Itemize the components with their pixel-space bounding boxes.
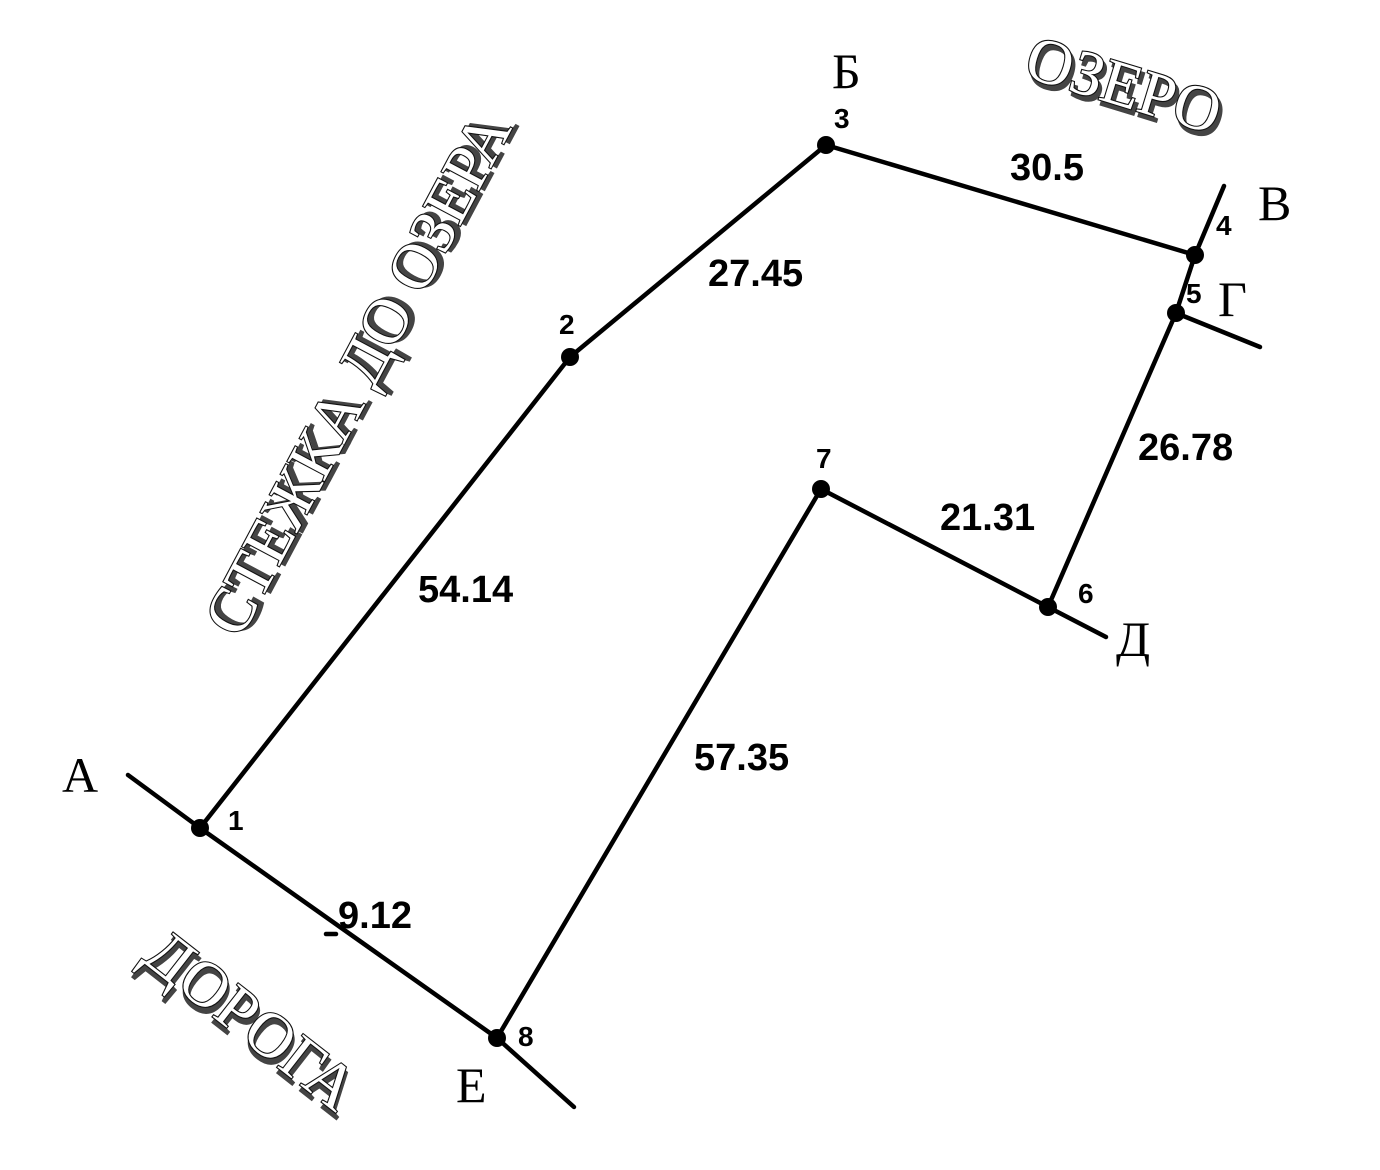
- road-label: ДОРОГА: [131, 915, 371, 1124]
- path-label: СТЕЖКА ДО ОЗЕРА: [190, 101, 525, 646]
- length-7-8: 57.35: [694, 737, 789, 779]
- vertex-1: [191, 819, 209, 837]
- length-3-4: 30.5: [1010, 147, 1084, 189]
- line-8-1: [197, 825, 500, 1041]
- letter-a: А: [62, 747, 98, 803]
- vertex-numbers: 1 2 3 4 5 6 7 8: [228, 103, 1232, 1052]
- vertex-2: [561, 348, 579, 366]
- line-5-6: [1045, 310, 1179, 610]
- vertex-number-7: 7: [816, 443, 832, 474]
- length-5-6: 26.78: [1138, 427, 1233, 469]
- vertex-number-5: 5: [1186, 278, 1202, 309]
- vertex-number-4: 4: [1216, 210, 1232, 241]
- vertex-3: [817, 136, 835, 154]
- vertex-5: [1167, 304, 1185, 322]
- line-7-8: [494, 486, 824, 1041]
- vertex-8: [488, 1029, 506, 1047]
- letter-d: Д: [1116, 611, 1150, 667]
- letter-v: В: [1258, 175, 1291, 231]
- vertex-number-8: 8: [518, 1021, 534, 1052]
- extension-g: [1173, 310, 1263, 350]
- letter-g: Г: [1218, 271, 1247, 327]
- line-1-2: [197, 354, 573, 831]
- length-2-3: 27.45: [708, 253, 803, 295]
- boundary-lines: [125, 142, 1263, 1110]
- lake-label: ОЗЕРО: [1018, 21, 1230, 147]
- length-6-7: 21.31: [940, 497, 1035, 539]
- letter-b: Б: [832, 43, 861, 99]
- corner-letters: А Б В Г Д Е: [62, 43, 1291, 1113]
- vertex-number-3: 3: [834, 103, 850, 134]
- vertex-number-1: 1: [228, 805, 244, 836]
- vertex-6: [1039, 598, 1057, 616]
- extension-a: [125, 772, 203, 831]
- length-8-1: 9.12: [338, 895, 412, 937]
- vertex-number-6: 6: [1078, 578, 1094, 609]
- line-4-5: [1173, 252, 1198, 316]
- letter-e: Е: [456, 1057, 487, 1113]
- vertex-7: [812, 480, 830, 498]
- extension-d: [1045, 604, 1109, 640]
- line-3-4: [823, 142, 1198, 258]
- length-1-2: 54.14: [418, 569, 513, 611]
- vertices: [191, 136, 1204, 1047]
- extension-e: [494, 1035, 577, 1110]
- vertex-number-2: 2: [559, 309, 575, 340]
- segment-lengths: 54.14 27.45 30.5 26.78 21.31 57.35 9.12: [338, 147, 1233, 937]
- vertex-4: [1186, 246, 1204, 264]
- line-6-7: [818, 486, 1051, 610]
- extension-v: [1192, 183, 1227, 258]
- line-2-3: [567, 142, 829, 360]
